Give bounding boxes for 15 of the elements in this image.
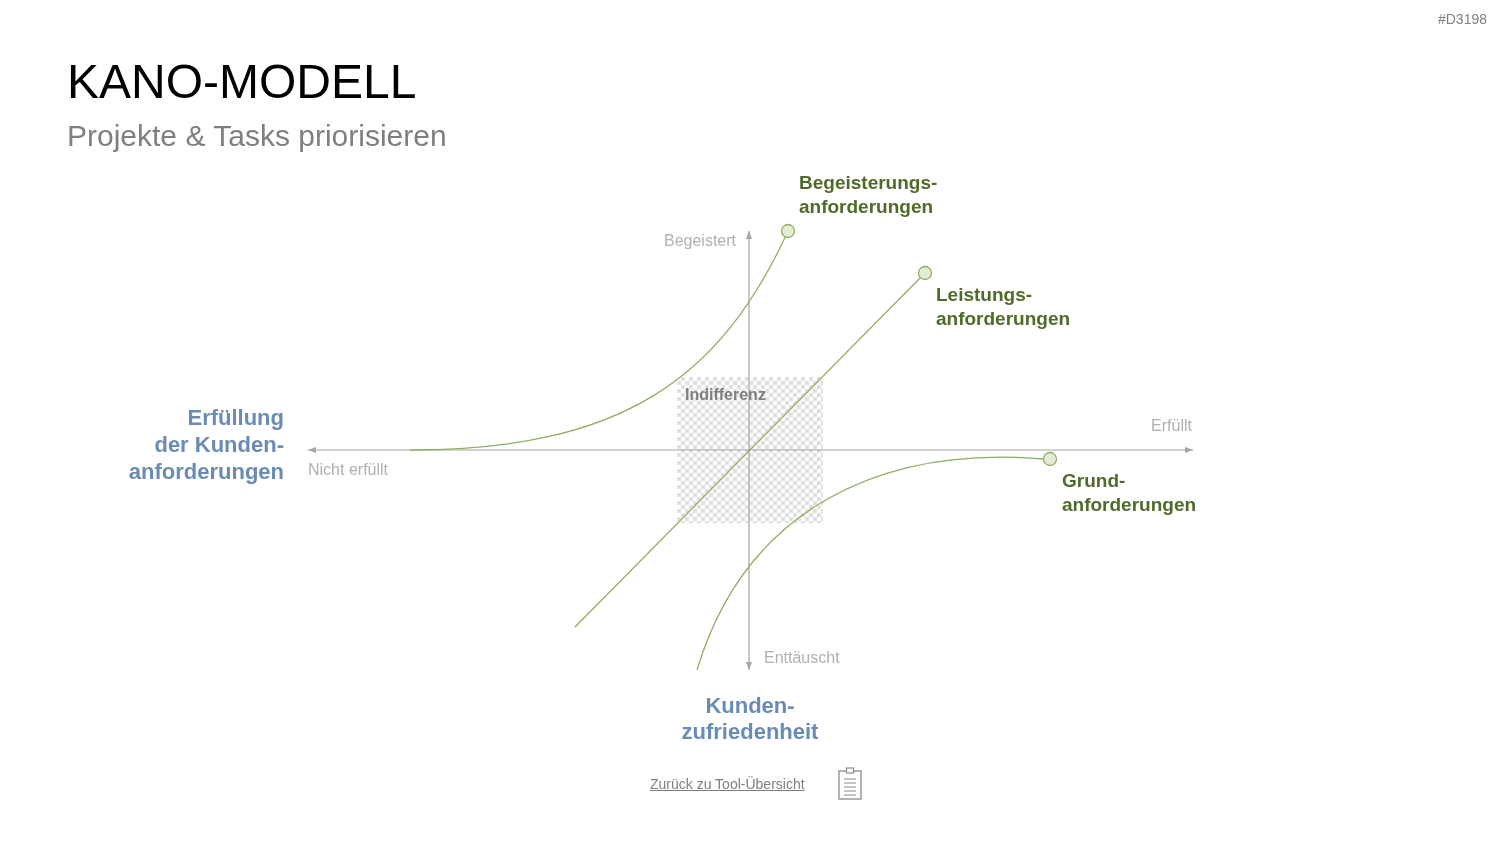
axis-title: Kunden- zufriedenheit [681, 693, 819, 745]
checkered-area [677, 377, 823, 523]
curve-label: Grund- anforderungen [1062, 469, 1197, 517]
axis-label: Nicht erfüllt [308, 460, 389, 480]
axis-label: Begeistert [663, 231, 736, 251]
axis-label: Enttäuscht [764, 648, 840, 668]
subtitle: Projekte & Tasks priorisieren [67, 121, 447, 151]
title: KANO-MODELL [67, 58, 417, 106]
axis-label: Erfüllt [1151, 416, 1192, 436]
axis-title: Erfüllung der Kunden- anforderungen [128, 404, 284, 485]
back-link: Zurück zu Tool-Übersicht [650, 775, 805, 793]
curve-label: Leistungs- anforderungen [936, 283, 1071, 331]
slide-code: #D3198 [1437, 11, 1487, 28]
zone-label: Indifferenz [685, 385, 766, 405]
curve-label: Begeisterungs- anforderungen [799, 171, 938, 219]
